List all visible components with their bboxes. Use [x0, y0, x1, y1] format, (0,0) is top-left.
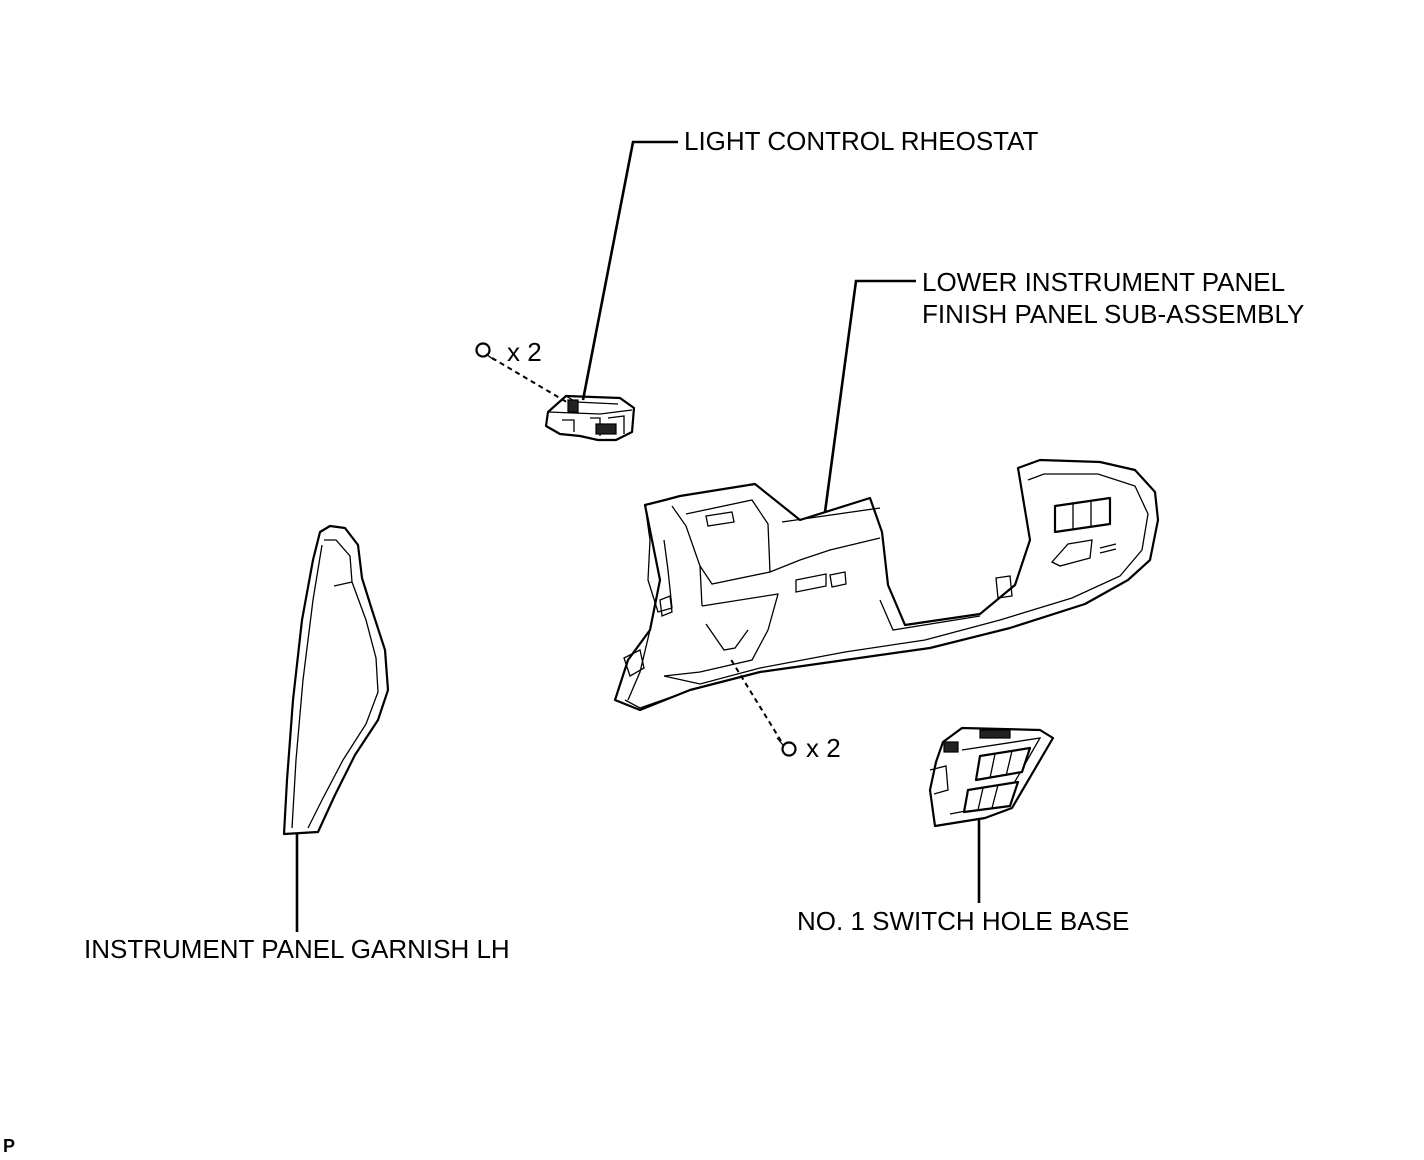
switch-hole-base-label: NO. 1 SWITCH HOLE BASE [797, 906, 1130, 936]
panel-screw-count: x 2 [806, 733, 841, 763]
rheostat-screw [475, 342, 571, 405]
panel-screw [729, 657, 797, 757]
rheostat-screw-count: x 2 [507, 337, 542, 367]
lower-panel-label-line2: FINISH PANEL SUB-ASSEMBLY [922, 299, 1305, 329]
light-control-rheostat-label: LIGHT CONTROL RHEOSTAT [684, 126, 1039, 156]
corner-mark: P [3, 1136, 16, 1156]
no1-switch-hole-base [928, 726, 1055, 828]
lower-panel-label-line1: LOWER INSTRUMENT PANEL [922, 267, 1286, 297]
garnish-lh-label: INSTRUMENT PANEL GARNISH LH [84, 934, 510, 964]
lower-instrument-panel-finish-panel [613, 458, 1160, 712]
light-control-rheostat [544, 394, 636, 442]
leader-lines [295, 140, 981, 932]
instrument-panel-garnish-lh [282, 524, 390, 836]
